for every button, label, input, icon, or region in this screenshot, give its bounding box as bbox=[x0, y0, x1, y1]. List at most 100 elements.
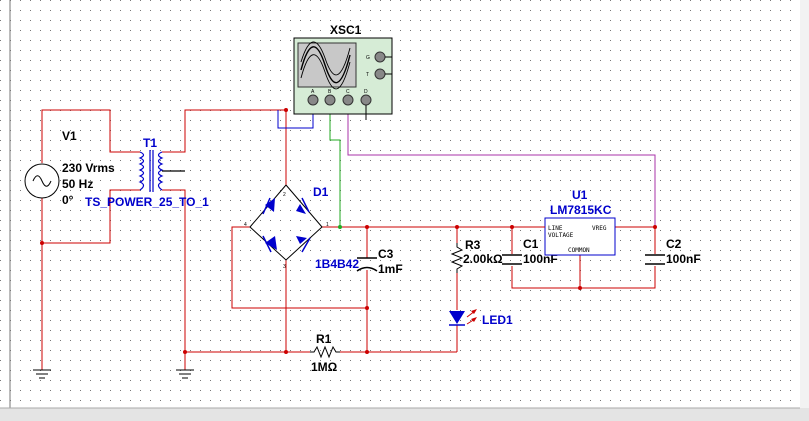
wire-common-rail bbox=[511, 266, 656, 289]
junction bbox=[365, 306, 369, 310]
oscilloscope[interactable]: G T A B C D bbox=[293, 37, 393, 120]
led-1[interactable] bbox=[449, 309, 477, 326]
scope-channel-b-label: B bbox=[328, 89, 332, 95]
source-frequency-label: 50 Hz bbox=[62, 177, 93, 191]
bridge-pin-2: 2 bbox=[283, 192, 286, 198]
led-arrow-head-icon bbox=[471, 309, 477, 314]
bridge-model-label: 1B4B42 bbox=[315, 257, 359, 271]
c2-ref-label: C2 bbox=[666, 237, 682, 251]
regulator-pin-common: COMMON bbox=[568, 247, 590, 254]
oscilloscope-ref-label: XSC1 bbox=[330, 23, 362, 37]
junction bbox=[183, 350, 187, 354]
c3-value-label: 1mF bbox=[378, 262, 403, 276]
junction bbox=[578, 286, 582, 290]
scope-pin-t-label: T bbox=[366, 72, 369, 78]
source-phase-label: 0° bbox=[62, 193, 74, 207]
bridge-pin-1: 1 bbox=[326, 222, 329, 228]
transformer-secondary-coil bbox=[157, 151, 164, 191]
junctions bbox=[40, 108, 657, 354]
junction bbox=[365, 225, 369, 229]
wire-source-top bbox=[41, 109, 140, 163]
wire-bridge-pin4 bbox=[231, 226, 367, 309]
led-triangle-icon bbox=[449, 311, 465, 324]
capacitor-c3[interactable] bbox=[356, 257, 378, 272]
diode-bar bbox=[301, 197, 310, 213]
voltage-regulator[interactable]: LINE VOLTAGE VREG COMMON bbox=[530, 217, 616, 256]
diode-bar bbox=[301, 237, 311, 253]
scope-pin-g-label: G bbox=[366, 55, 370, 61]
wire-probe-c bbox=[347, 100, 656, 227]
diode-icon bbox=[296, 236, 307, 244]
regulator-pin-voltage: VOLTAGE bbox=[548, 232, 574, 239]
junction bbox=[284, 108, 288, 112]
ac-source[interactable] bbox=[24, 163, 60, 199]
transformer[interactable] bbox=[138, 150, 185, 192]
right-scrollbar[interactable] bbox=[800, 0, 809, 408]
regulator-pin-vreg: VREG bbox=[592, 225, 607, 232]
ground-left[interactable] bbox=[33, 369, 51, 379]
ac-wave-icon bbox=[32, 175, 52, 187]
diode-bar bbox=[262, 197, 271, 215]
c1-ref-label: C1 bbox=[523, 237, 539, 251]
scope-channel-c-label: C bbox=[346, 89, 350, 95]
sine-wave-icon bbox=[300, 46, 351, 84]
regulator-pin-line: LINE bbox=[548, 225, 563, 232]
wire-secondary-top bbox=[162, 109, 287, 185]
sine-wave-icon bbox=[300, 41, 351, 76]
diode-bar bbox=[262, 235, 272, 253]
scope-channel-b[interactable] bbox=[324, 94, 336, 106]
capacitor-c1[interactable] bbox=[502, 254, 522, 265]
junction bbox=[365, 350, 369, 354]
oscilloscope-screen bbox=[297, 42, 357, 88]
bridge-rectifier[interactable] bbox=[249, 184, 323, 261]
source-voltage-label: 230 Vrms bbox=[62, 161, 115, 175]
junction bbox=[653, 225, 657, 229]
scope-channel-a-label: A bbox=[311, 89, 315, 95]
bottom-scrollbar[interactable] bbox=[0, 408, 809, 421]
r3-value-label: 2.00kΩ bbox=[463, 252, 503, 266]
wire-probe-b bbox=[329, 100, 341, 227]
scope-channel-d[interactable] bbox=[360, 94, 372, 106]
capacitor-plate-curved bbox=[356, 266, 378, 272]
scope-terminal-g[interactable] bbox=[374, 51, 386, 63]
led-arrow-head-icon bbox=[471, 317, 477, 322]
bridge-outline bbox=[249, 184, 323, 261]
resistor-r3[interactable] bbox=[450, 243, 464, 273]
r1-value-label: 1MΩ bbox=[311, 360, 338, 374]
transformer-primary-coil bbox=[138, 151, 145, 191]
regulator-ref-label: U1 bbox=[572, 188, 588, 202]
regulator-model-label: LM7815KC bbox=[550, 203, 612, 217]
junction bbox=[284, 350, 288, 354]
scope-channel-c[interactable] bbox=[342, 94, 354, 106]
diode-icon bbox=[265, 236, 277, 250]
regulator-body[interactable] bbox=[544, 217, 616, 256]
junction-probe-b bbox=[338, 225, 342, 229]
diode-icon bbox=[265, 198, 275, 212]
wire-secondary-bottom bbox=[162, 189, 186, 352]
scope-terminal-t[interactable] bbox=[374, 68, 386, 80]
transformer-model-label: TS_POWER_25_TO_1 bbox=[85, 195, 209, 209]
scope-channel-d-label: D bbox=[364, 89, 368, 95]
led-ref-label: LED1 bbox=[482, 313, 513, 327]
junction bbox=[510, 225, 514, 229]
scope-channel-a[interactable] bbox=[307, 94, 319, 106]
source-ref-label: V1 bbox=[62, 129, 77, 143]
resistor-r1[interactable] bbox=[310, 345, 340, 359]
bridge-pin-4: 4 bbox=[244, 222, 247, 228]
r1-ref-label: R1 bbox=[316, 332, 332, 346]
junction bbox=[455, 225, 459, 229]
red-wires bbox=[41, 109, 656, 370]
capacitor-c2[interactable] bbox=[645, 254, 665, 265]
junction bbox=[40, 241, 44, 245]
r3-ref-label: R3 bbox=[465, 238, 481, 252]
c3-ref-label: C3 bbox=[378, 247, 394, 261]
c2-value-label: 100nF bbox=[666, 252, 701, 266]
transformer-ref-label: T1 bbox=[143, 136, 157, 150]
sine-wave-icon bbox=[300, 54, 351, 90]
ground-right[interactable] bbox=[176, 369, 194, 379]
bridge-pin-3: 3 bbox=[283, 264, 286, 270]
diode-icon bbox=[296, 204, 306, 214]
wire-source-bottom bbox=[41, 189, 140, 244]
